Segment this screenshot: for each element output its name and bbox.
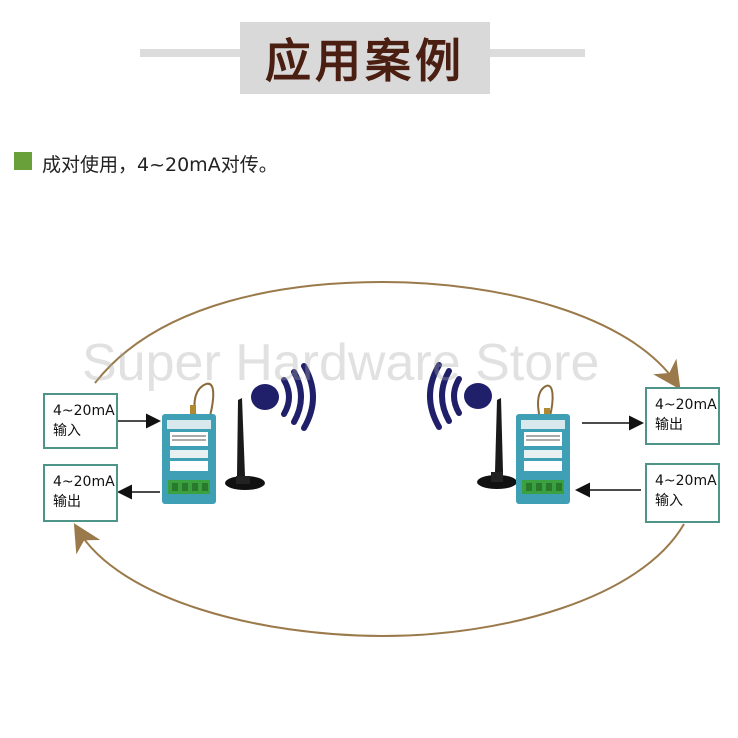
left-input-box: 4~20mA 输入 bbox=[43, 393, 118, 449]
right-input-box: 4~20mA 输入 bbox=[645, 463, 720, 523]
wireless-signal-icon bbox=[251, 363, 316, 431]
module-icon bbox=[516, 384, 570, 504]
loop-ellipse bbox=[73, 280, 685, 638]
right-input-label: 输入 bbox=[655, 493, 683, 509]
bullet-icon bbox=[14, 152, 32, 170]
subtitle: 成对使用，4~20mA对传。 bbox=[42, 154, 278, 176]
title-banner: 应用案例 bbox=[240, 22, 490, 94]
left-input-signal: 4~20mA bbox=[53, 403, 115, 419]
module-icon bbox=[162, 382, 216, 504]
right-output-signal: 4~20mA bbox=[655, 397, 717, 413]
right-input-signal: 4~20mA bbox=[655, 473, 717, 489]
right-output-label: 输出 bbox=[655, 417, 683, 433]
title-decor-line-right bbox=[490, 49, 585, 57]
right-output-box: 4~20mA 输出 bbox=[645, 387, 720, 445]
antenna-icon bbox=[225, 398, 265, 490]
left-output-signal: 4~20mA bbox=[53, 474, 115, 490]
wireless-signal-icon bbox=[427, 362, 492, 430]
left-input-label: 输入 bbox=[53, 423, 81, 439]
left-output-label: 输出 bbox=[53, 494, 81, 510]
page-title: 应用案例 bbox=[265, 34, 465, 88]
title-decor-line-left bbox=[140, 49, 240, 57]
left-output-box: 4~20mA 输出 bbox=[43, 464, 118, 522]
antenna-icon bbox=[477, 398, 517, 489]
